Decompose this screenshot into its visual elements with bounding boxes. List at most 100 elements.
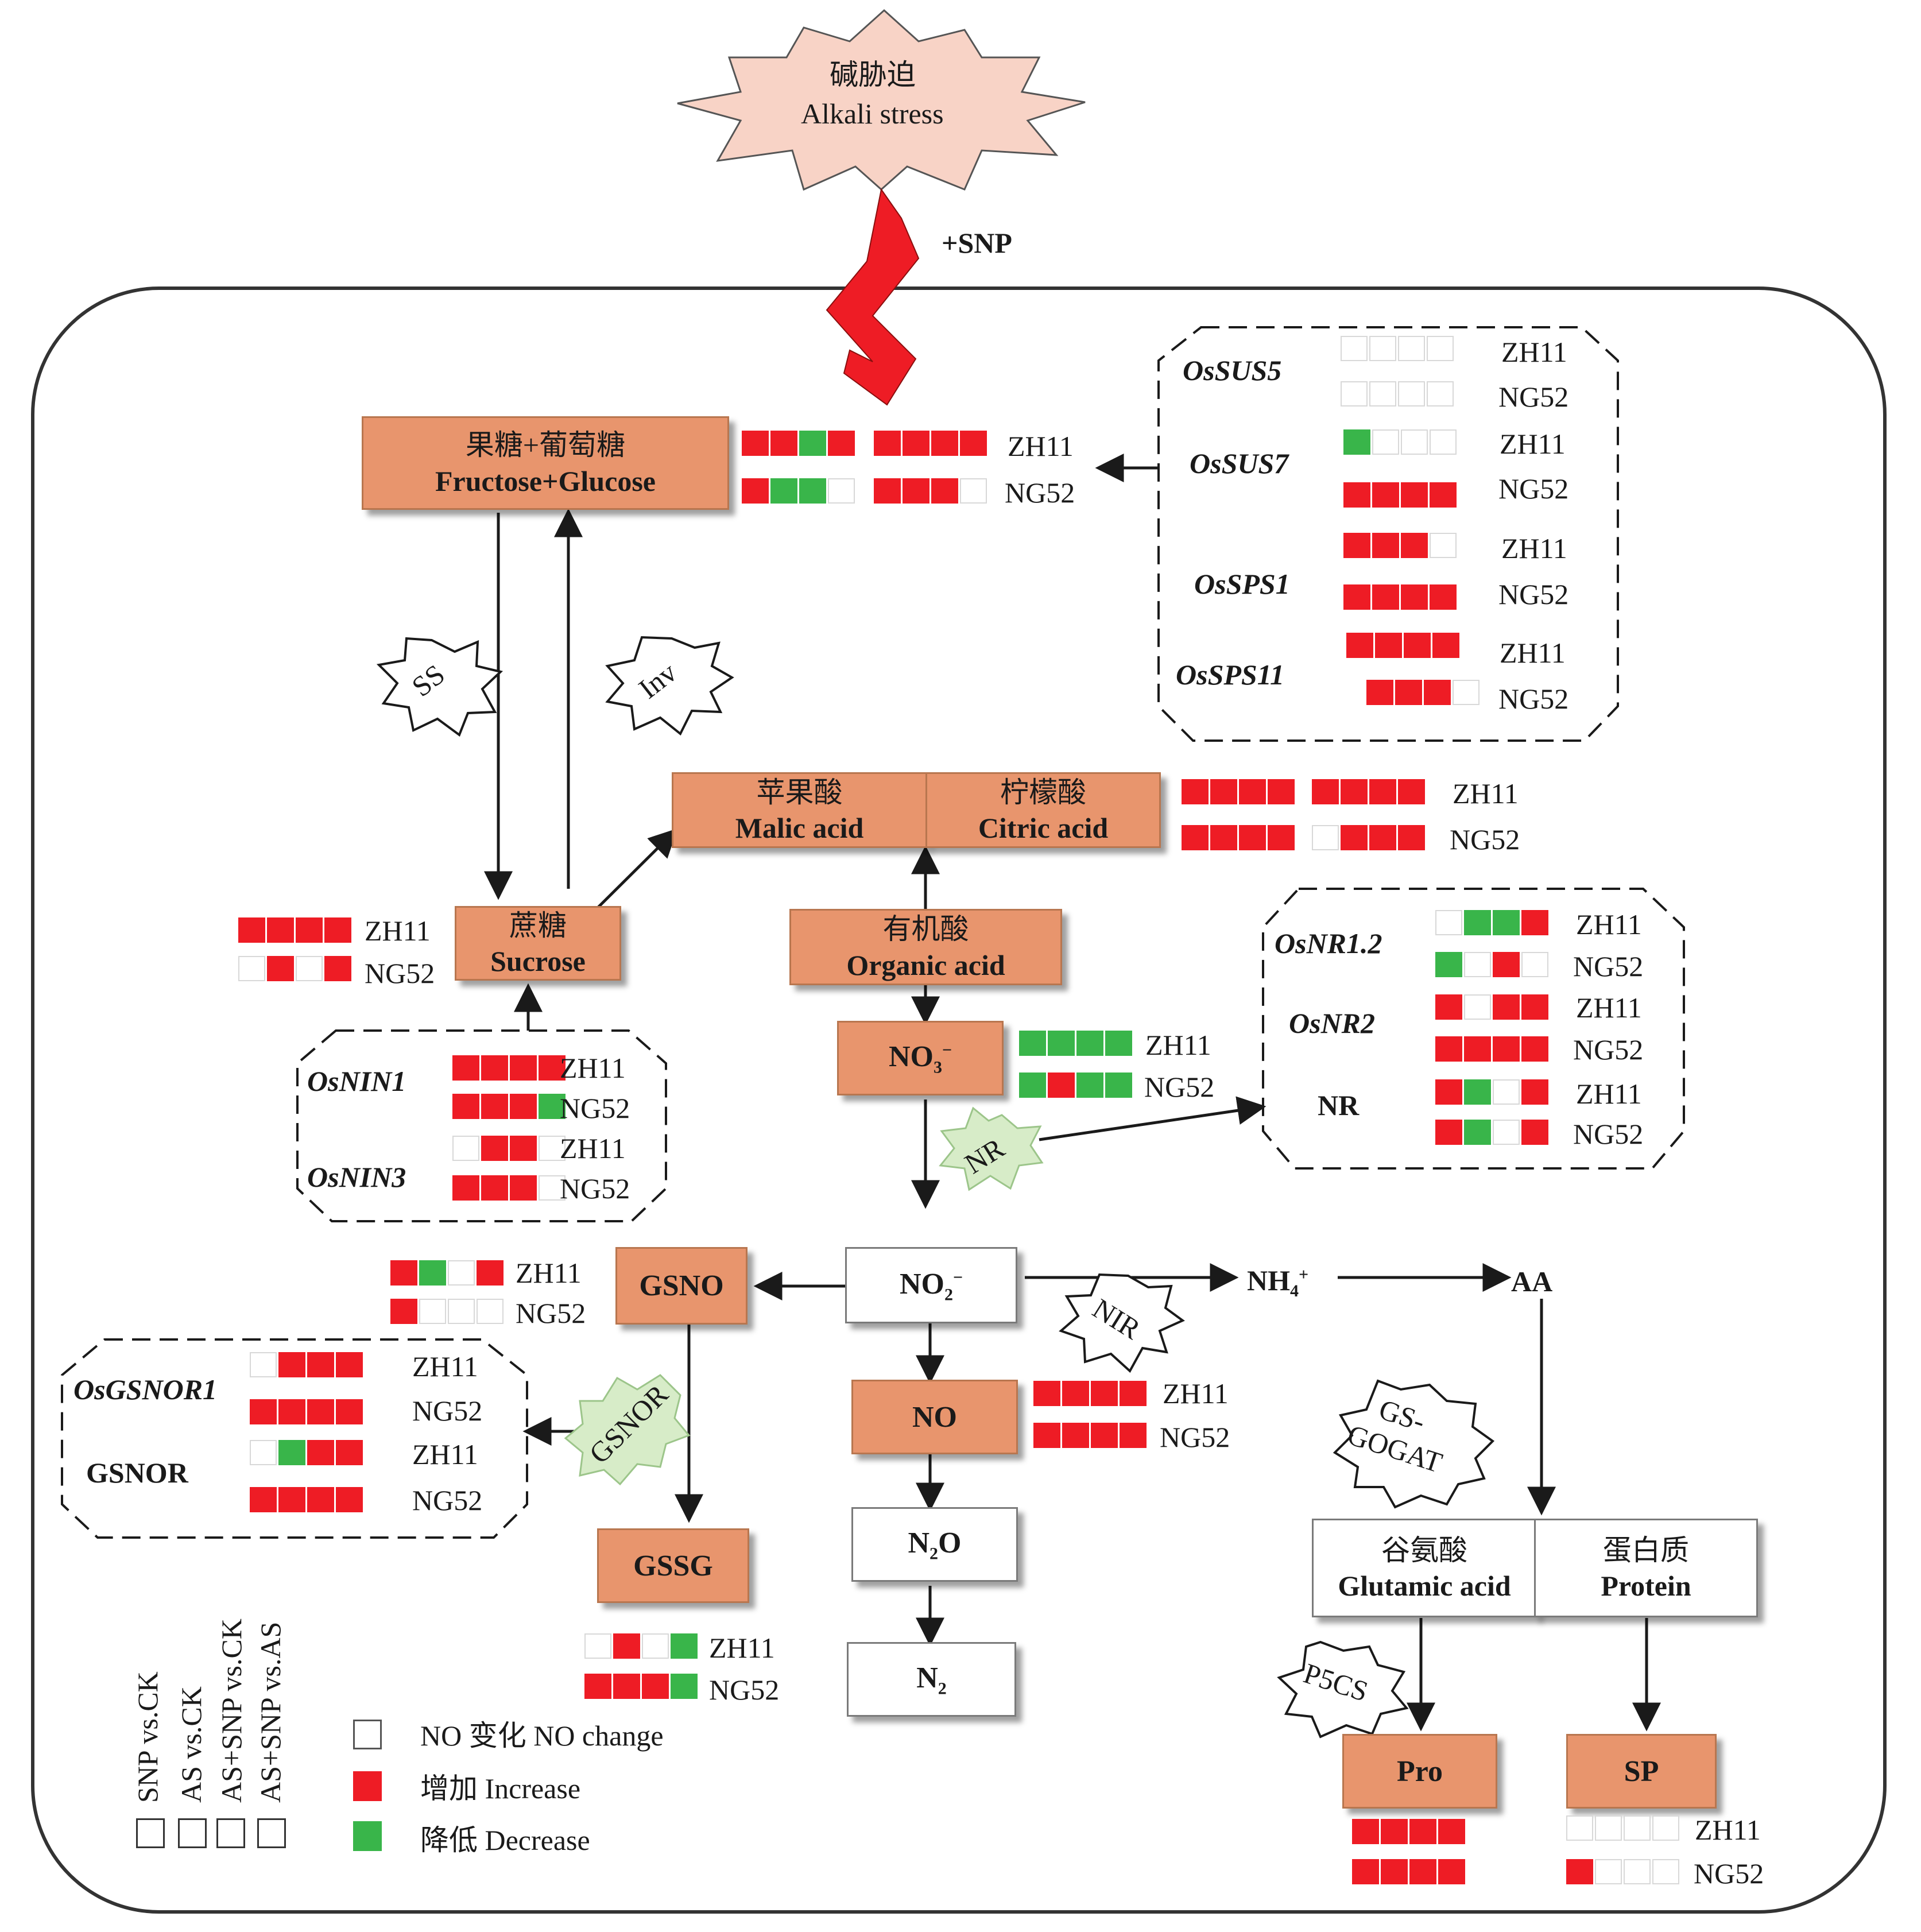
gs-gogat-enzyme-burst [1333, 1379, 1495, 1509]
legend-col-3-box [216, 1818, 245, 1848]
nr2-ng52-label: NG52 [1573, 1033, 1644, 1066]
increase-cell [278, 1399, 305, 1424]
n2-sub: 2 [938, 1679, 947, 1698]
gsno-zh11-label: ZH11 [516, 1257, 582, 1289]
increase-cell [613, 1674, 640, 1699]
increase-cell [1343, 482, 1370, 508]
no-ng52-label: NG52 [1160, 1421, 1230, 1453]
increase-cell [1401, 584, 1428, 610]
gsno-ng52-label: NG52 [516, 1297, 586, 1329]
node-proline: Pro [1342, 1734, 1497, 1809]
no-change-cell [1341, 336, 1368, 361]
increase-cell [584, 1674, 611, 1699]
gene-osspsll: OsSPS11 [1176, 659, 1284, 691]
heatmap-gsno-zh11 [390, 1260, 505, 1286]
malic-en: Malic acid [735, 812, 864, 844]
sus7-zh11-label: ZH11 [1500, 428, 1566, 460]
nitrate-zh11-label: ZH11 [1145, 1029, 1211, 1061]
heatmap-nin1-zh11 [452, 1055, 567, 1081]
ammonium-main: NH [1247, 1264, 1290, 1296]
decrease-cell [419, 1260, 446, 1286]
no-change-cell [1430, 429, 1457, 455]
increase-cell [1435, 1079, 1462, 1105]
increase-cell [1409, 1859, 1436, 1884]
malic-zh: 苹果酸 [756, 776, 843, 808]
increase-cell [1343, 533, 1370, 558]
malic-ng52-label: NG52 [1450, 823, 1520, 855]
gene-osnr2: OsNR2 [1289, 1007, 1376, 1039]
heatmap-gssg-ng52 [584, 1674, 699, 1699]
heatmap-no-ng52 [1033, 1423, 1148, 1448]
increase-cell [1432, 633, 1459, 658]
increase-cell [1312, 779, 1339, 804]
nin1-zh11-label: ZH11 [560, 1052, 626, 1084]
gssg-ng52-label: NG52 [709, 1674, 780, 1706]
increase-cell [1438, 1819, 1465, 1844]
gene-ossus7: OsSUS7 [1190, 447, 1289, 479]
heatmap-sps1-ng52 [1343, 584, 1458, 610]
heatmap-sp-ng52 [1566, 1859, 1681, 1884]
heatmap-malic-ng52 [1182, 825, 1296, 850]
nin1-ng52-label: NG52 [560, 1092, 630, 1124]
decrease-cell [671, 1633, 698, 1659]
increase-cell [1401, 533, 1428, 558]
heatmap-nr2-zh11 [1435, 994, 1550, 1020]
fg-ng52-label: NG52 [1005, 477, 1075, 509]
increase-cell [390, 1260, 417, 1286]
decrease-cell [1076, 1031, 1103, 1056]
legend-col-3: AS+SNP vs.CK [215, 1619, 247, 1803]
heatmap-nin3-zh11 [452, 1136, 567, 1161]
heatmap-nitrate-zh11 [1019, 1031, 1134, 1056]
no-change-cell [1464, 952, 1491, 977]
increase-cell [278, 1352, 305, 1377]
sus7-ng52-label: NG52 [1498, 473, 1569, 505]
increase-cell [481, 1175, 508, 1201]
sucrose-ng52-label: NG52 [365, 957, 435, 989]
increase-cell [307, 1399, 334, 1424]
no-change-cell [539, 1175, 566, 1201]
nitrate-main: NO [888, 1040, 934, 1074]
increase-cell [250, 1487, 277, 1512]
sps1-zh11-label: ZH11 [1501, 532, 1567, 564]
no-change-cell [250, 1440, 277, 1465]
nir-enzyme-burst [1059, 1273, 1185, 1373]
increase-cell [477, 1260, 504, 1286]
increase-cell [481, 1055, 508, 1081]
node-amino-acids: AA [1511, 1265, 1553, 1298]
increase-cell [267, 917, 294, 943]
increase-cell [1435, 1120, 1462, 1145]
n2o-b: O [938, 1527, 962, 1560]
increase-cell [1239, 779, 1266, 804]
increase-cell [1091, 1381, 1118, 1406]
increase-cell [1366, 680, 1393, 705]
heatmap-sp-zh11 [1566, 1815, 1681, 1841]
increase-cell [307, 1487, 334, 1512]
ammonium-sub: 4 [1290, 1281, 1299, 1300]
snp-label: +SNP [942, 227, 1012, 259]
nitrite-main: NO [899, 1267, 944, 1300]
increase-cell [1438, 1859, 1465, 1884]
increase-cell [238, 917, 265, 943]
increase-cell [1369, 779, 1396, 804]
increase-cell [1033, 1423, 1060, 1448]
increase-cell [510, 1136, 537, 1161]
increase-cell [510, 1175, 537, 1201]
gsnor-gene-box [61, 1338, 528, 1539]
n2-a: N [916, 1662, 938, 1695]
no-change-cell [1521, 952, 1548, 977]
increase-cell [1369, 825, 1396, 850]
increase-cell [336, 1487, 363, 1512]
gsnor-enzyme-burst [564, 1374, 691, 1486]
nin-gene-box [296, 1029, 667, 1222]
increase-cell [1210, 779, 1237, 804]
legend-col-1-box [136, 1818, 165, 1848]
heatmap-gsnor-zh11 [250, 1440, 365, 1465]
node-nitric-oxide: NO [851, 1380, 1018, 1454]
nitrate-sub: 3 [933, 1058, 942, 1077]
sucrose-zh11-label: ZH11 [365, 915, 431, 947]
heatmap-sps11-zh11 [1346, 633, 1461, 658]
cell-boundary [31, 286, 1887, 1914]
increase-cell [742, 431, 769, 456]
nr-zh11-label: ZH11 [1576, 1078, 1642, 1110]
